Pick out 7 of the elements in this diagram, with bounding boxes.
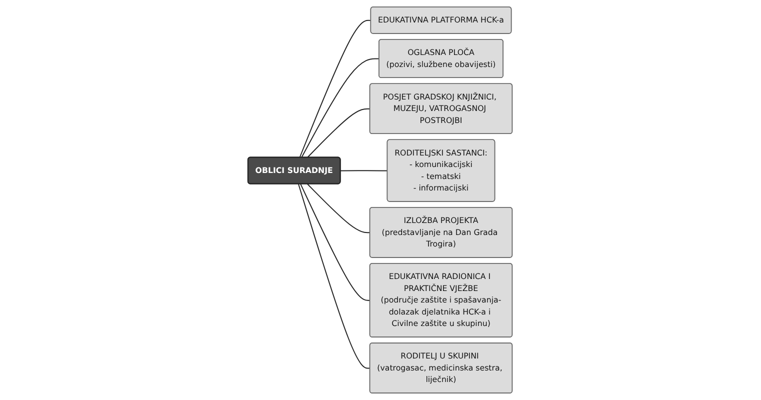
connector [340,170,388,172]
connector [300,184,371,301]
connector [298,184,371,369]
connector [300,20,372,158]
connector [307,108,371,158]
connector [302,58,380,158]
connector [307,184,371,234]
